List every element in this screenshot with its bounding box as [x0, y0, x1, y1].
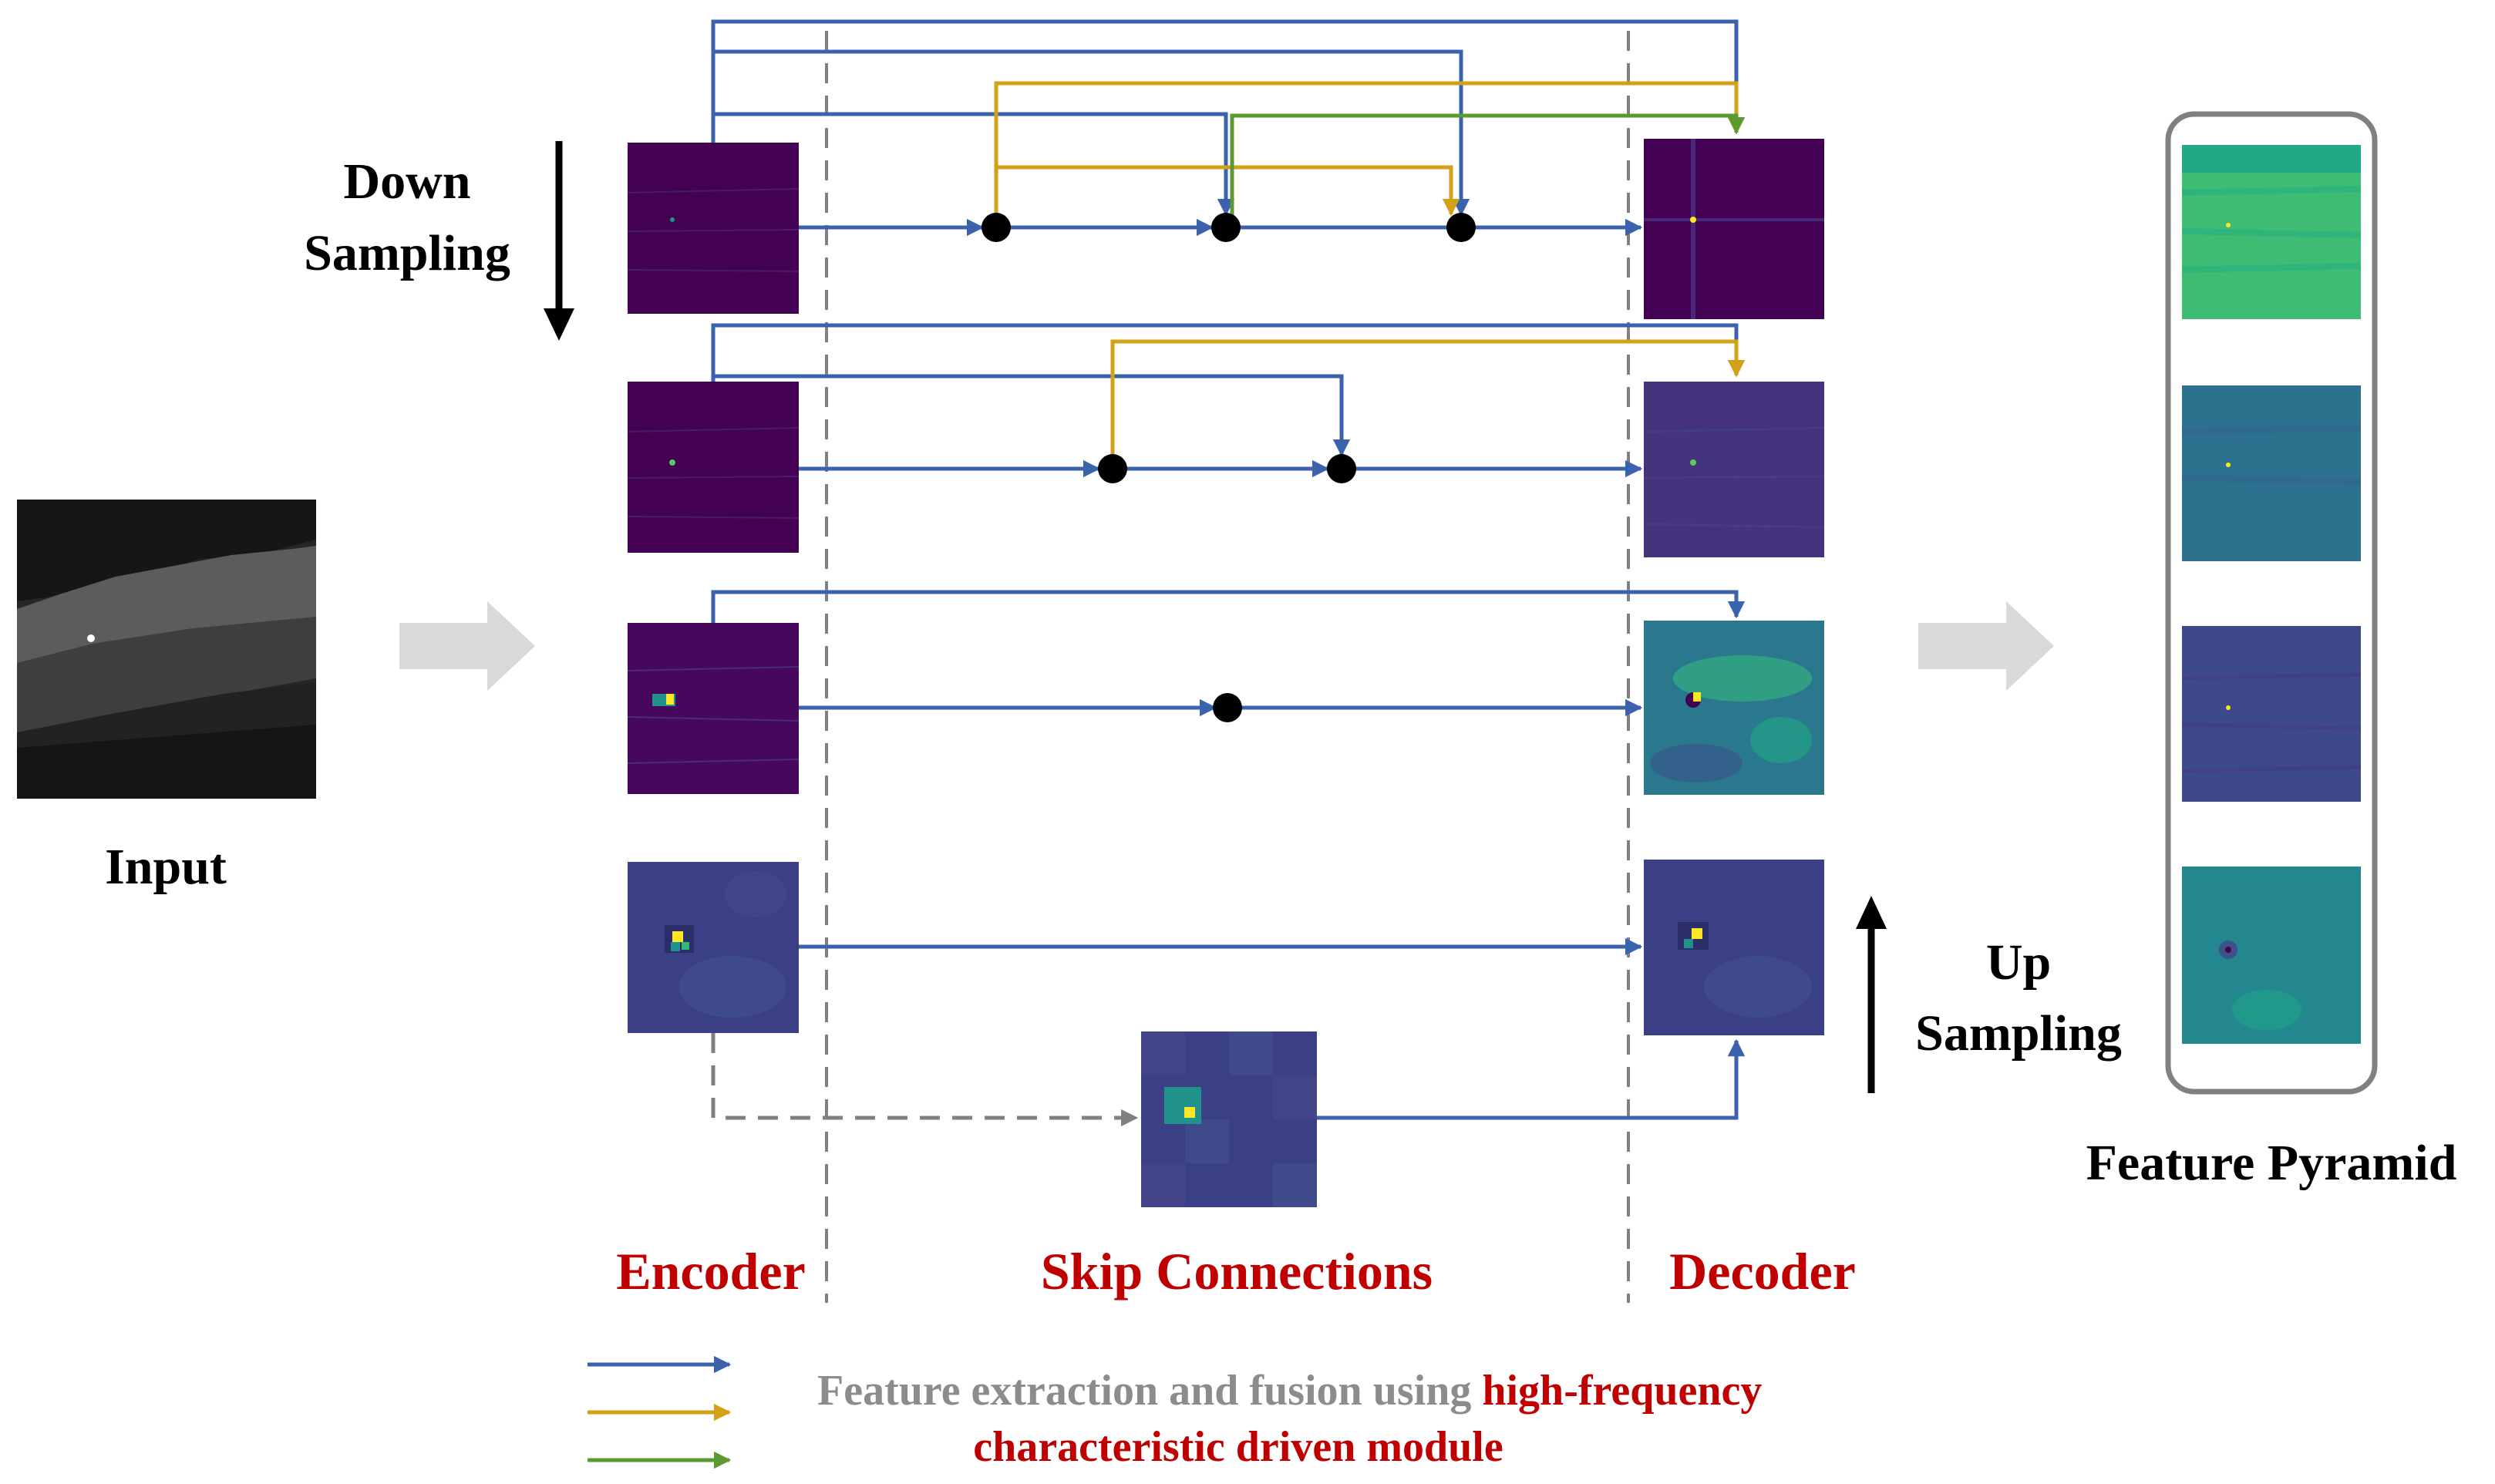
feature-pyramid-frame — [2165, 111, 2378, 1095]
fusion-node — [1446, 213, 1476, 242]
decoder-label: Decoder — [1669, 1242, 1856, 1301]
decoder-feature-map-level3 — [1644, 621, 1824, 795]
down-sampling-label-line1: Down — [343, 153, 470, 210]
down-sampling-label-line2: Sampling — [304, 225, 510, 281]
fusion-node — [1327, 454, 1356, 483]
legend: Feature extraction and fusion using high… — [588, 1355, 1762, 1471]
fusion-node — [1211, 213, 1241, 242]
decoder-feature-map-level2 — [1643, 382, 1825, 557]
encoder-feature-map-level4 — [628, 862, 799, 1033]
encoder-feature-map-level3 — [627, 623, 800, 794]
connection-arrows — [711, 19, 1746, 1127]
down-arrow-icon — [544, 141, 574, 341]
fusion-node — [982, 213, 1011, 242]
pyramid-feature-map-4 — [2182, 867, 2361, 1044]
encoder-label: Encoder — [616, 1242, 806, 1301]
up-arrow-icon — [1856, 896, 1887, 1093]
input-image — [17, 500, 316, 799]
gray-block-arrow-icon — [1918, 601, 2054, 691]
fusion-node — [1098, 454, 1127, 483]
fusion-node — [1213, 693, 1242, 722]
pyramid-feature-map-2 — [2181, 385, 2362, 561]
feature-pyramid-label: Feature Pyramid — [2086, 1135, 2457, 1191]
legend-text-line2: characteristic driven module — [973, 1423, 1503, 1471]
decoder-feature-map-level1 — [1644, 139, 1824, 319]
skip-connections-label: Skip Connections — [1041, 1242, 1433, 1301]
gray-block-arrow-icon — [399, 601, 535, 691]
encoder-feature-map-level1 — [627, 143, 800, 314]
input-label: Input — [105, 839, 227, 895]
pyramid-feature-map-1 — [2181, 145, 2362, 319]
legend-text-red-1: high-frequency — [1482, 1367, 1762, 1415]
up-sampling-label-line2: Sampling — [1915, 1005, 2122, 1062]
pyramid-feature-map-3 — [2181, 626, 2362, 802]
legend-text-line1: Feature extraction and fusion using high… — [817, 1367, 1762, 1415]
up-sampling-label-line1: Up — [1986, 934, 2051, 991]
legend-text-gray: Feature extraction and fusion using — [817, 1367, 1482, 1415]
encoder-feature-map-level2 — [627, 382, 800, 553]
bottleneck-feature-map — [1141, 1031, 1317, 1207]
decoder-feature-map-level4 — [1644, 860, 1824, 1035]
fusion-nodes — [982, 213, 1476, 722]
